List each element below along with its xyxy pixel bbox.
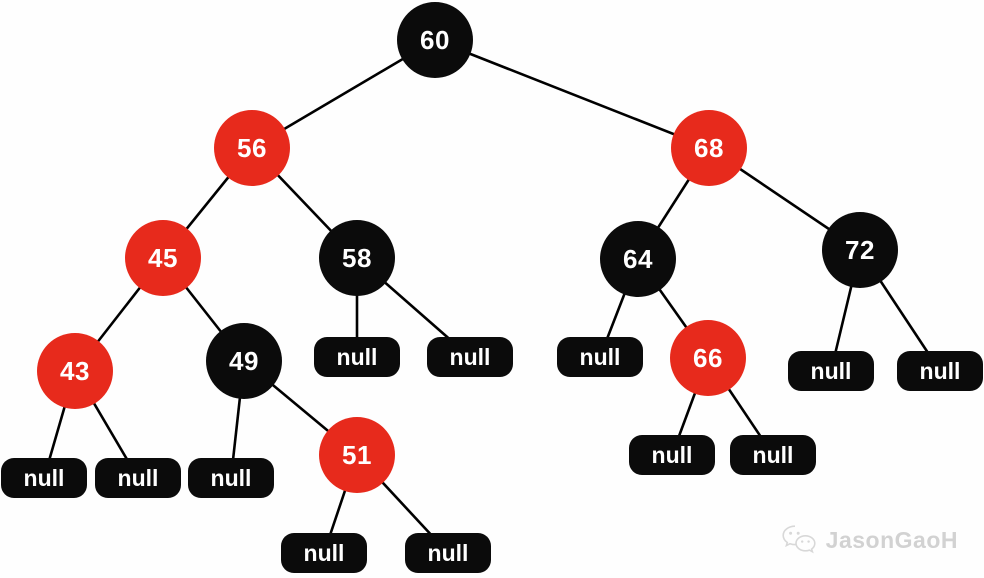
tree-node-51: 51 bbox=[319, 417, 395, 493]
null-leaf-null-64L: null bbox=[557, 337, 643, 377]
watermark: JasonGaoH bbox=[781, 524, 958, 556]
tree-node-58: 58 bbox=[319, 220, 395, 296]
wechat-icon bbox=[781, 524, 817, 556]
tree-node-45: 45 bbox=[125, 220, 201, 296]
null-leaf-null-49L: null bbox=[188, 458, 274, 498]
null-leaf-null-51R: null bbox=[405, 533, 491, 573]
null-leaf-null-66R: null bbox=[730, 435, 816, 475]
null-leaf-null-72R: null bbox=[897, 351, 983, 391]
tree-node-68: 68 bbox=[671, 110, 747, 186]
tree-node-43: 43 bbox=[37, 333, 113, 409]
tree-edge-60-68 bbox=[434, 38, 710, 150]
null-leaf-null-43R: null bbox=[95, 458, 181, 498]
null-leaf-null-66L: null bbox=[629, 435, 715, 475]
tree-node-49: 49 bbox=[206, 323, 282, 399]
null-leaf-null-58R: null bbox=[427, 337, 513, 377]
tree-node-64: 64 bbox=[600, 221, 676, 297]
watermark-text: JasonGaoH bbox=[825, 526, 958, 553]
null-leaf-null-43L: null bbox=[1, 458, 87, 498]
null-leaf-null-58L: null bbox=[314, 337, 400, 377]
tree-node-60: 60 bbox=[397, 2, 473, 78]
tree-node-72: 72 bbox=[822, 212, 898, 288]
null-leaf-null-72L: null bbox=[788, 351, 874, 391]
tree-node-56: 56 bbox=[214, 110, 290, 186]
tree-node-66: 66 bbox=[670, 320, 746, 396]
null-leaf-null-51L: null bbox=[281, 533, 367, 573]
